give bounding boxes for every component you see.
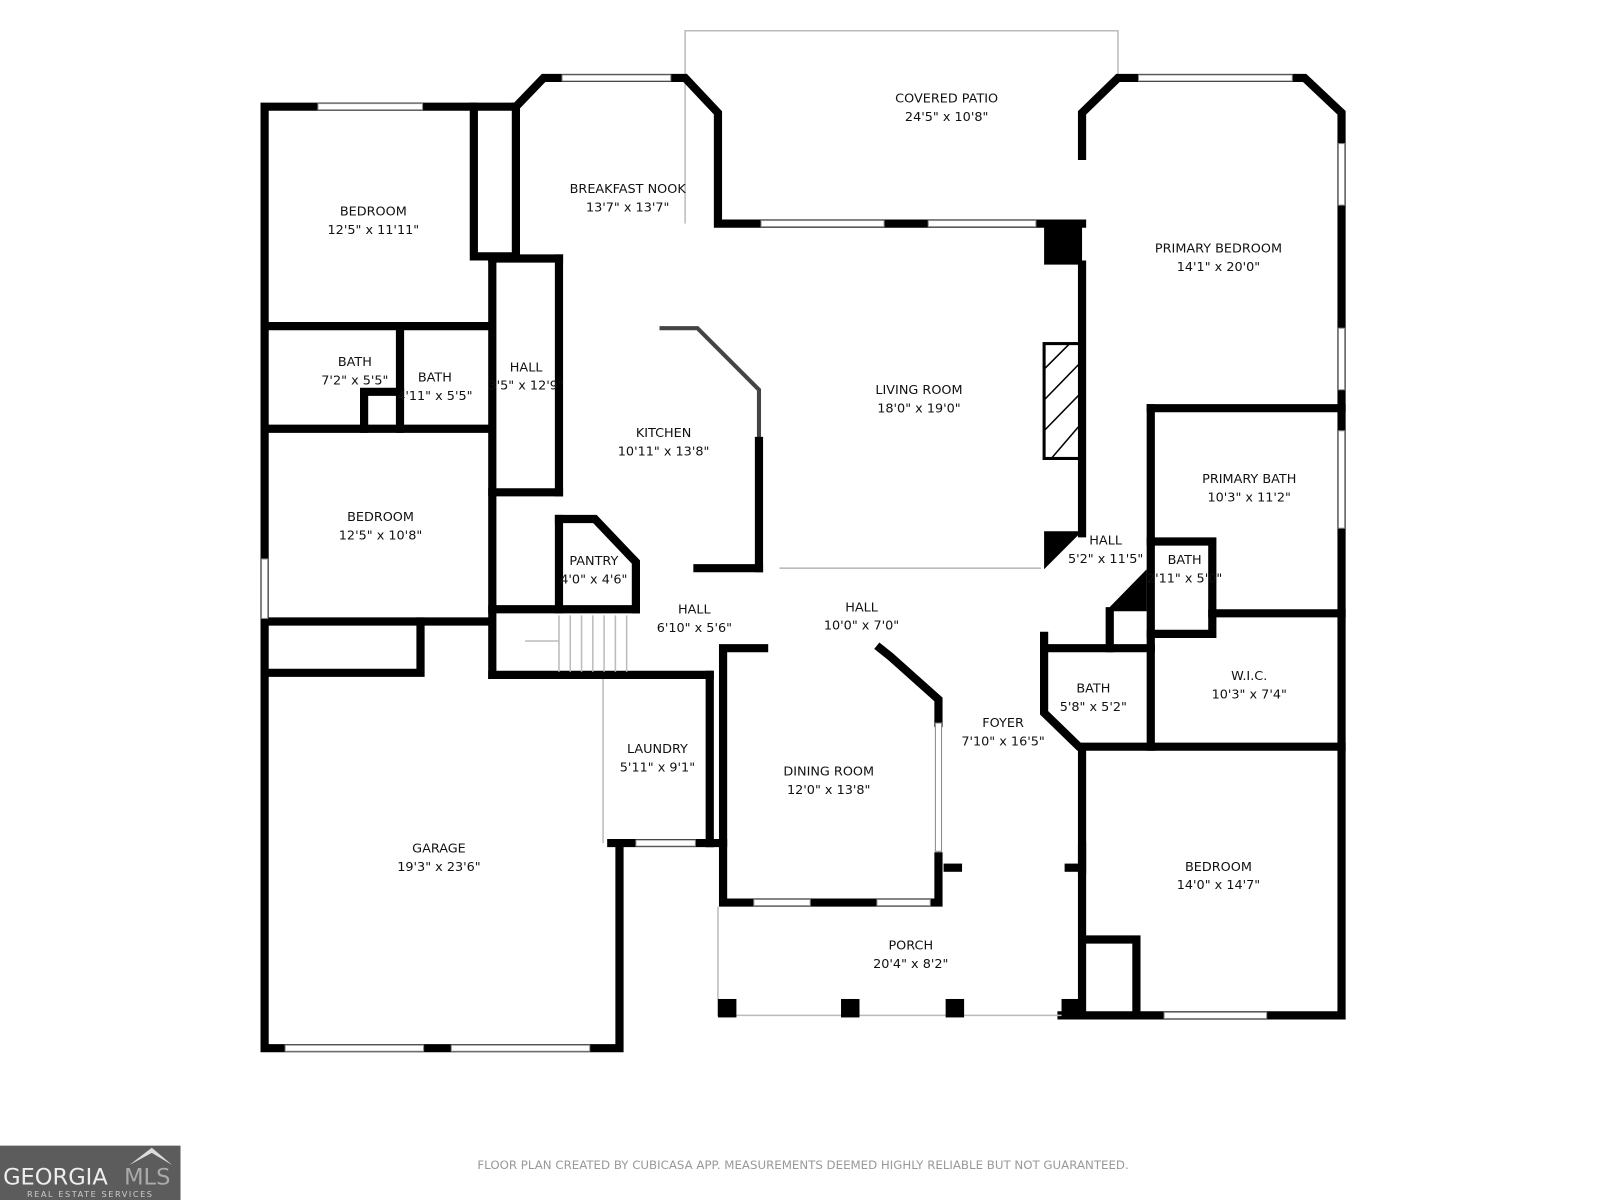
room-name: BREAKFAST NOOK: [570, 182, 687, 197]
room-size: 12'0" x 13'8": [787, 783, 870, 798]
walls: [260, 73, 1346, 1053]
room-size: 20'4" x 8'2": [873, 957, 948, 972]
room-name: HALL: [510, 360, 544, 375]
room-size: 6'10" x 5'6": [657, 621, 732, 636]
logo-text: GEORGIA: [3, 1165, 108, 1191]
room-size: 4'0" x 4'6": [560, 573, 627, 588]
room-size: 19'3" x 23'6": [397, 860, 480, 875]
room-size: 14'0" x 14'7": [1177, 878, 1260, 893]
room-name: PRIMARY BEDROOM: [1155, 241, 1282, 256]
room-name: COVERED PATIO: [895, 92, 998, 107]
room-name: DINING ROOM: [783, 764, 874, 779]
room-name: FOYER: [982, 716, 1024, 731]
room-name: BATH: [418, 371, 452, 386]
room-size: 24'5" x 10'8": [905, 110, 988, 125]
room-name: PRIMARY BATH: [1202, 472, 1296, 487]
room-size: 10'0" x 7'0": [824, 619, 899, 634]
room-name: GARAGE: [412, 841, 466, 856]
room-size: 2'11" x 5'0": [1147, 572, 1222, 587]
logo-subtitle: REAL ESTATE SERVICES: [27, 1189, 154, 1199]
room-labels: COVERED PATIO 24'5" x 10'8" BREAKFAST NO…: [321, 92, 1296, 973]
room-size: 7'2" x 5'5": [321, 374, 388, 389]
room-size: 18'0" x 19'0": [877, 401, 960, 416]
room-name: BEDROOM: [340, 204, 407, 219]
room-name: KITCHEN: [636, 426, 692, 441]
georgia-mls-logo: GEORGIA MLS REAL ESTATE SERVICES: [0, 1145, 181, 1200]
room-name: HALL: [678, 602, 712, 617]
footer-disclaimer: FLOOR PLAN CREATED BY CUBICASA APP. MEAS…: [477, 1158, 1128, 1172]
room-size: 7'10" x 16'5": [961, 735, 1044, 750]
room-name: PORCH: [888, 939, 933, 954]
room-size: 14'1" x 20'0": [1177, 260, 1260, 275]
room-name: HALL: [845, 600, 879, 615]
logo-accent: MLS: [124, 1165, 170, 1191]
room-size: 10'3" x 7'4": [1212, 687, 1287, 702]
room-size: 5'2" x 11'5": [1068, 552, 1143, 567]
room-size: 10'11" x 13'8": [618, 444, 710, 459]
room-name: HALL: [1089, 534, 1123, 549]
room-size: 3'5" x 12'9": [488, 379, 563, 394]
room-name: LIVING ROOM: [875, 383, 962, 398]
windows: [261, 74, 1346, 1052]
room-size: 13'7" x 13'7": [586, 200, 669, 215]
room-name: W.I.C.: [1231, 669, 1267, 684]
room-size: 4'11" x 5'5": [397, 389, 472, 404]
room-name: BEDROOM: [347, 510, 414, 525]
room-name: BATH: [338, 355, 372, 370]
room-size: 5'8" x 5'2": [1060, 700, 1127, 715]
room-name: BATH: [1076, 681, 1110, 696]
room-size: 12'5" x 11'11": [328, 223, 420, 238]
room-size: 10'3" x 11'2": [1207, 491, 1290, 506]
room-name: PANTRY: [569, 554, 618, 569]
room-name: BEDROOM: [1185, 860, 1252, 875]
room-size: 12'5" x 10'8": [339, 528, 422, 543]
room-name: BATH: [1168, 553, 1202, 568]
room-size: 5'11" x 9'1": [620, 760, 695, 775]
patio-outline: [684, 29, 1119, 224]
room-name: LAUNDRY: [627, 742, 688, 757]
